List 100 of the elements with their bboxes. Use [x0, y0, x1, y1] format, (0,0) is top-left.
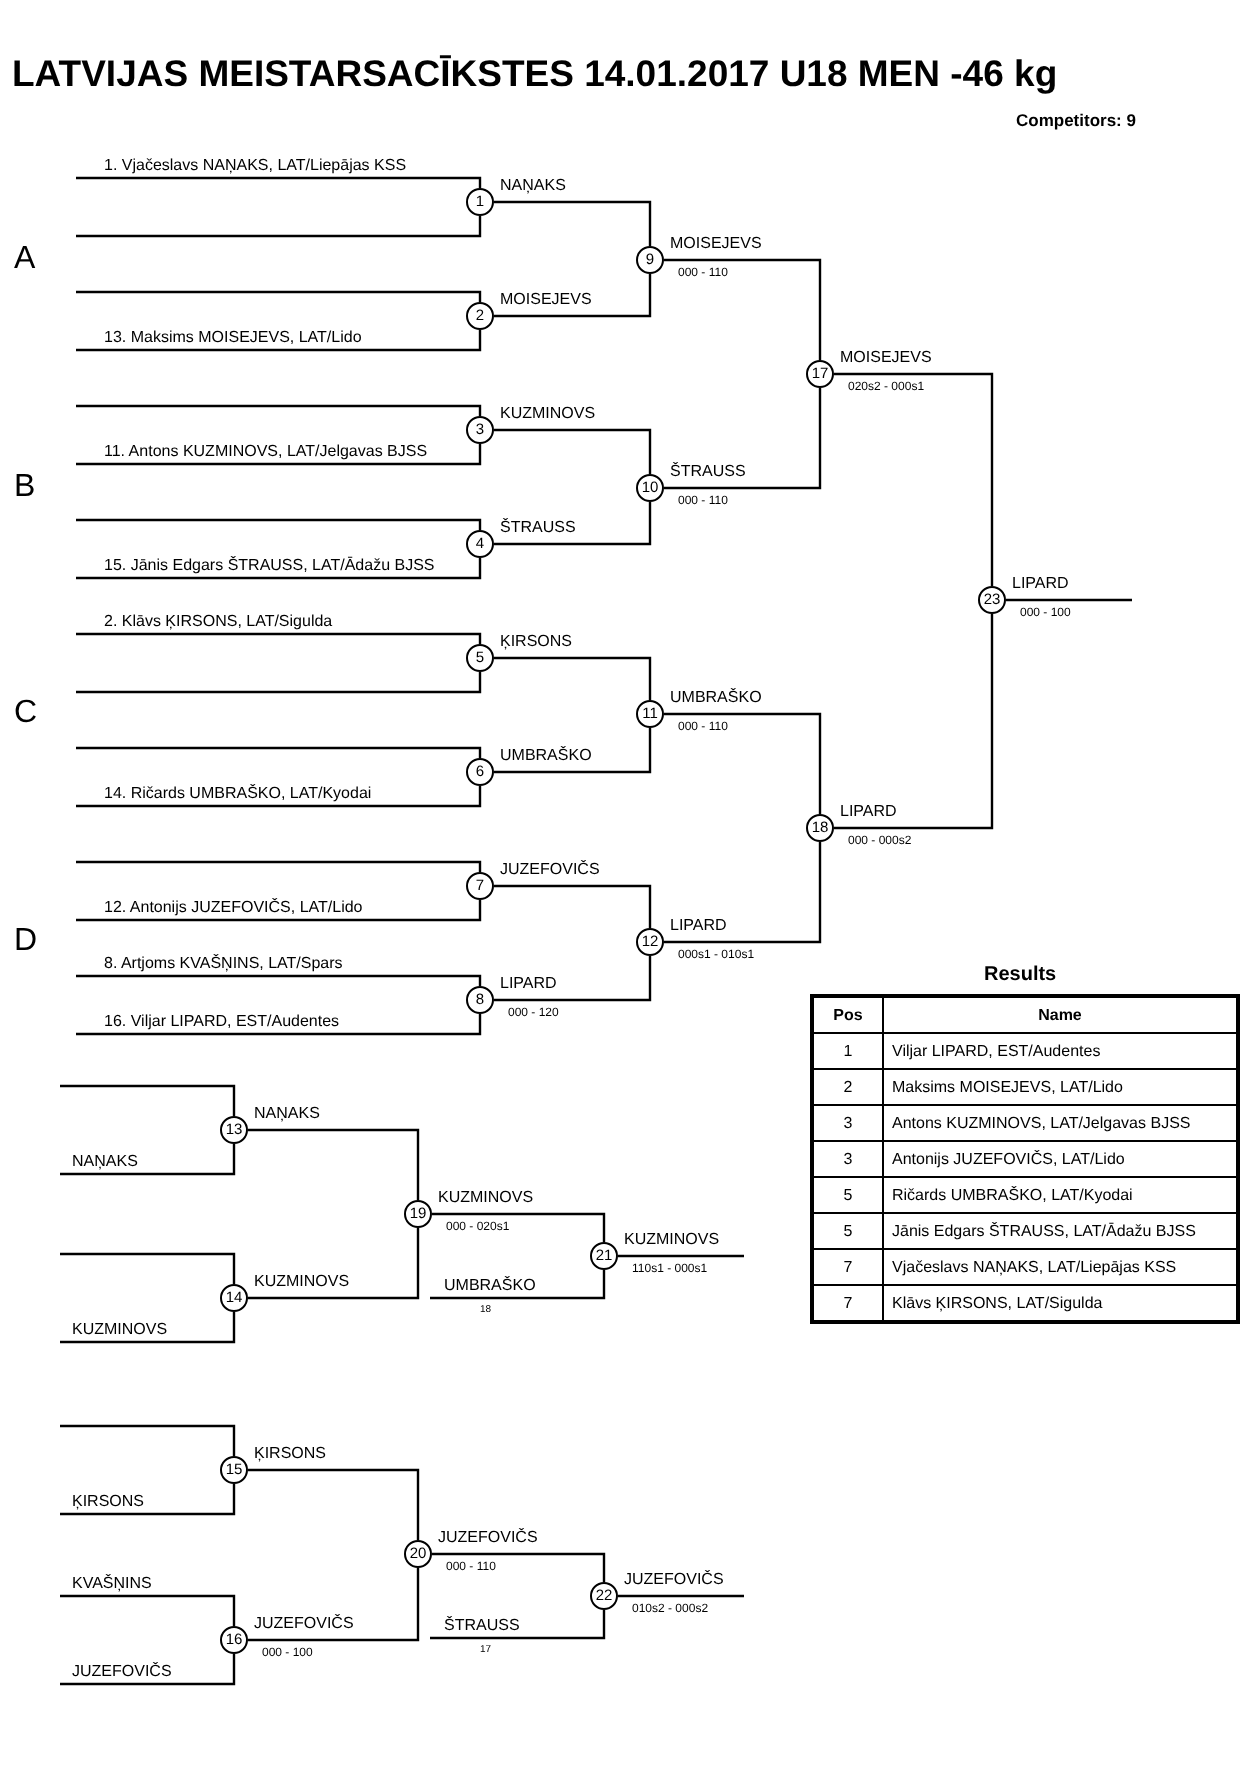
winner-name: MOISEJEVS [840, 348, 932, 368]
bracket-line [60, 1594, 236, 1626]
winner-name: ĶIRSONS [500, 632, 573, 652]
bracket-line [834, 614, 994, 830]
competitor-name: 8. Artjoms KVAŠŅINS, LAT/Spars [104, 954, 343, 974]
bracket-line [494, 956, 652, 1002]
competitor-name: ĶIRSONS [72, 1492, 145, 1512]
pool-letter: B [14, 470, 36, 506]
rank-number: 3 [812, 1105, 883, 1141]
bracket-line [664, 712, 822, 814]
winner-name: JUZEFOVIČS [254, 1614, 354, 1634]
bracket-line [60, 1484, 236, 1516]
bracket-line [430, 1610, 606, 1640]
bracket-line [76, 974, 482, 986]
bracket-line [432, 1212, 606, 1242]
competitor-count: Competitors: 9 [1016, 110, 1136, 130]
winner-name: ŠTRAUSS [670, 462, 746, 482]
rank-number: 5 [812, 1213, 883, 1249]
bracket-line [432, 1552, 606, 1582]
winner-name: NAŅAKS [254, 1104, 320, 1124]
competitor-name: 13. Maksims MOISEJEVS, LAT/Lido [104, 328, 362, 348]
page-title: LATVIJAS MEISTARSACĪKSTES 14.01.2017 U18 MEN -46 kg [12, 52, 1058, 96]
bracket-line [76, 860, 482, 872]
bracket-line [618, 1594, 744, 1598]
winner-name: MOISEJEVS [500, 290, 592, 310]
bracket-line [76, 444, 482, 466]
rank-number: 1 [812, 1033, 883, 1069]
bracket-line [494, 728, 652, 774]
bracket-line [834, 372, 994, 586]
winner-name: LIPARD [840, 802, 897, 822]
bracket-line [494, 200, 652, 246]
bracket-line [76, 404, 482, 416]
pool-letter: C [14, 696, 38, 732]
table-title: Results [984, 964, 1057, 986]
bracket-line [430, 1270, 606, 1300]
bracket-line [1006, 598, 1132, 602]
bracket-line [494, 274, 652, 318]
bracket-line [76, 558, 482, 580]
bracket-line [664, 258, 822, 360]
competitor-name: 16. Viljar LIPARD, EST/Audentes [104, 1012, 340, 1032]
winner-name: LIPARD [670, 916, 727, 936]
bracket-line [60, 1654, 236, 1686]
bracket-line [76, 900, 482, 922]
competitor-name: JUZEFOVIČS [72, 1662, 172, 1682]
bracket-line [60, 1144, 236, 1176]
competitor-name: KVAŠŅINS [72, 1574, 152, 1594]
bracket-line [494, 428, 652, 474]
pool-letter: A [14, 242, 36, 278]
rank-number: 3 [812, 1141, 883, 1177]
bracket-line [60, 1084, 236, 1116]
winner-name: UMBRAŠKO [670, 688, 762, 708]
competitor-name: 12. Antonijs JUZEFOVIČS, LAT/Lido [104, 898, 363, 918]
bracket-line [60, 1424, 236, 1456]
bracket-line [76, 1014, 482, 1036]
winner-name: LIPARD [500, 974, 557, 994]
competitor-name: ŠTRAUSS [444, 1616, 520, 1636]
rank-number: 2 [812, 1069, 883, 1105]
bracket-line [76, 786, 482, 808]
bracket-line [248, 1568, 420, 1642]
winner-name: JUZEFOVIČS [500, 860, 600, 880]
bracket-line [76, 216, 482, 238]
bracket-line [76, 176, 482, 188]
bracket-line [60, 1252, 236, 1284]
bracket-line [248, 1228, 420, 1300]
pool-letter: D [14, 924, 38, 960]
bracket-line [76, 518, 482, 530]
rank-number: 5 [812, 1177, 883, 1213]
bracket-line [76, 330, 482, 352]
bracket-line [664, 842, 822, 944]
bracket-line [76, 672, 482, 694]
competitor-name: NAŅAKS [72, 1152, 138, 1172]
competitor-name: 11. Antons KUZMINOVS, LAT/Jelgavas BJSS [104, 442, 428, 462]
competitor-name: 15. Jānis Edgars ŠTRAUSS, LAT/Ādažu BJSS [104, 556, 435, 576]
bracket-line [664, 388, 822, 490]
winner-name: ĶIRSONS [254, 1444, 327, 1464]
bracket-line [76, 746, 482, 758]
bracket-line [494, 884, 652, 928]
winner-name: UMBRAŠKO [500, 746, 592, 766]
bracket-line [248, 1128, 420, 1200]
competitor-name: 2. Klāvs ĶIRSONS, LAT/Sigulda [104, 612, 333, 632]
winner-name: ŠTRAUSS [500, 518, 576, 538]
bracket-line [494, 502, 652, 546]
competitor-name: 14. Ričards UMBRAŠKO, LAT/Kyodai [104, 784, 372, 804]
column-header: Pos [812, 996, 883, 1033]
winner-name: JUZEFOVIČS [438, 1528, 538, 1548]
winner-name: KUZMINOVS [438, 1188, 534, 1208]
competitor-name: 1. Vjačeslavs NAŅAKS, LAT/Liepājas KSS [104, 156, 407, 176]
winner-name: KUZMINOVS [500, 404, 596, 424]
bracket-line [618, 1254, 744, 1258]
winner-name: JUZEFOVIČS [624, 1570, 724, 1590]
bracket-line [60, 1312, 236, 1344]
competitor-name: UMBRAŠKO [444, 1276, 536, 1296]
winner-name: KUZMINOVS [624, 1230, 720, 1250]
competitor-name: KUZMINOVS [72, 1320, 168, 1340]
rank-number: 7 [812, 1249, 883, 1285]
bracket-line [494, 656, 652, 700]
winner-name: MOISEJEVS [670, 234, 762, 254]
winner-name: NAŅAKS [500, 176, 566, 196]
bracket-line [248, 1468, 420, 1540]
bracket-line [76, 290, 482, 302]
